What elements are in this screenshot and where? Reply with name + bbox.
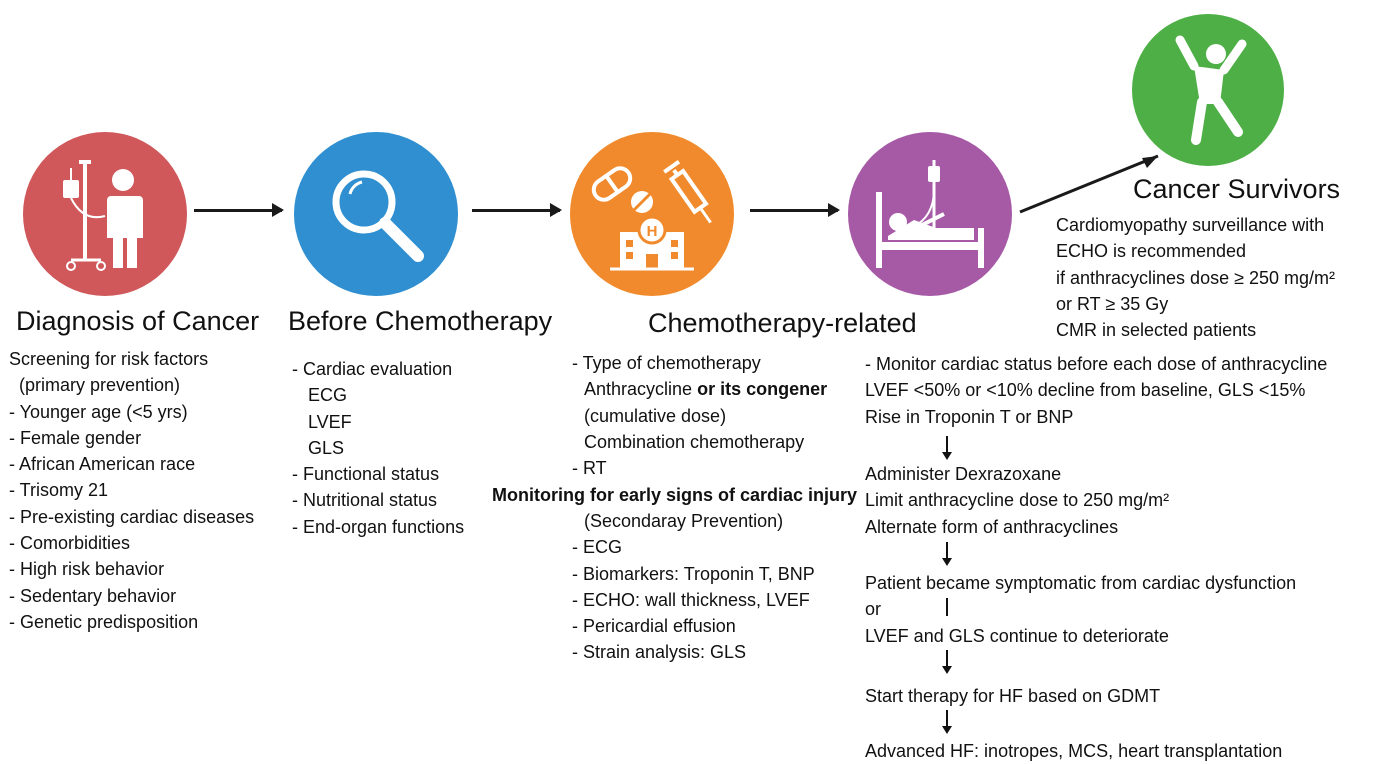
chemo-title: Chemotherapy-related (648, 308, 917, 338)
list-item: ECHO is recommended (1056, 241, 1247, 262)
list-item: - Genetic predisposition (9, 611, 199, 632)
celebrating-person-icon (1175, 35, 1247, 145)
survivor-title: Cancer Survivors (1133, 174, 1341, 204)
list-item: - Functional status (292, 464, 440, 485)
list-item: - Pericardial effusion (572, 616, 736, 637)
before-title: Before Chemotherapy (288, 306, 553, 336)
list-item: Alternate form of anthracyclines (865, 516, 1119, 537)
diagnosis-title: Diagnosis of Cancer (16, 306, 260, 336)
list-item: if anthracyclines dose ≥ 250 mg/m² (1056, 267, 1335, 288)
list-item: or (865, 599, 882, 620)
list-item: - Monitor cardiac status before each dos… (865, 354, 1328, 374)
chemo-circle: H (570, 132, 734, 296)
list-item: - Strain analysis: GLS (572, 642, 747, 663)
survivor-circle (1132, 14, 1284, 166)
list-item: - Comorbidities (9, 533, 131, 554)
list-item: GLS (308, 437, 345, 458)
list-item: Administer Dexrazoxane (865, 464, 1062, 484)
list-item: - High risk behavior (9, 559, 165, 580)
list-item: (Secondaray Prevention) (584, 511, 784, 531)
list-item: - Sedentary behavior (9, 585, 177, 606)
list-item: (primary prevention) (9, 375, 181, 396)
down-arrow-1 (942, 436, 952, 460)
list-item: - ECHO: wall thickness, LVEF (572, 589, 810, 610)
related-step-4: Start therapy for HF based on GDMT (865, 686, 1161, 706)
list-item: - Trisomy 21 (9, 480, 109, 501)
diagnosis-list: Screening for risk factors (primary prev… (9, 346, 254, 635)
patient-bed-icon (876, 160, 984, 268)
connector-line (946, 598, 948, 616)
down-arrow-4 (942, 710, 952, 734)
list-item: - Pre-existing cardiac diseases (9, 506, 255, 527)
list-item: Combination chemotherapy (584, 431, 805, 452)
list-item: - African American race (9, 454, 196, 475)
list-item: - Nutritional status (292, 490, 438, 511)
magnifier-icon (332, 170, 424, 262)
svg-text:H: H (647, 223, 658, 240)
diagnosis-circle (23, 132, 187, 296)
arrow-chemo-to-related (750, 203, 840, 217)
down-arrow-2 (942, 542, 952, 566)
arrow-related-to-survivor (1019, 154, 1159, 214)
list-item: Screening for risk factors (9, 349, 209, 369)
related-step-5: Advanced HF: inotropes, MCS, heart trans… (865, 741, 1283, 761)
related-group-1: - Monitor cardiac status before each dos… (865, 351, 1327, 430)
list-item: Rise in Troponin T or BNP (865, 406, 1074, 427)
list-item: - End-organ functions (292, 516, 465, 537)
related-circle (848, 132, 1012, 296)
list-item: Limit anthracycline dose to 250 mg/m² (865, 490, 1170, 511)
list-item: or RT ≥ 35 Gy (1056, 293, 1169, 314)
chemo-list: - Type of chemotherapy Anthracycline or … (572, 350, 827, 481)
list-item: LVEF (308, 411, 352, 432)
list-item: - Younger age (<5 yrs) (9, 401, 188, 422)
list-item: - RT (572, 458, 607, 479)
list-item: - ECG (572, 537, 623, 558)
list-item: - Biomarkers: Troponin T, BNP (572, 563, 815, 584)
list-item: ECG (308, 385, 348, 406)
list-item: LVEF and GLS continue to deteriorate (865, 625, 1169, 646)
hospital-pills-syringe-icon: H (591, 160, 712, 271)
list-item: - Female gender (9, 427, 142, 448)
congener-label: or its congener (697, 379, 828, 400)
monitoring-heading: Monitoring for early signs of cardiac in… (492, 485, 858, 505)
list-item: (cumulative dose) (584, 405, 727, 426)
arrow-diagnosis-to-before (194, 203, 284, 217)
survivor-list: Cardiomyopathy surveillance with ECHO is… (1056, 212, 1335, 343)
list-item: Patient became symptomatic from cardiac … (865, 573, 1297, 593)
list-item: Cardiomyopathy surveillance with (1056, 215, 1325, 235)
related-group-3: Patient became symptomatic from cardiac … (865, 570, 1296, 649)
anthracycline-label: Anthracycline (584, 379, 693, 400)
list-item: - Cardiac evaluation (292, 359, 453, 379)
arrow-before-to-chemo (472, 203, 562, 217)
patient-iv-icon (63, 160, 143, 271)
related-group-2: Administer Dexrazoxane Limit anthracycli… (865, 461, 1169, 540)
list-item: CMR in selected patients (1056, 320, 1257, 341)
list-item: LVEF <50% or <10% decline from baseline,… (865, 380, 1306, 401)
before-list: - Cardiac evaluation ECG LVEF GLS - Func… (292, 356, 464, 540)
list-item: - Type of chemotherapy (572, 353, 761, 373)
before-circle (294, 132, 458, 296)
monitoring-list: (Secondaray Prevention) - ECG - Biomarke… (572, 508, 815, 666)
list-item: Anthracycline or its congener (572, 376, 827, 402)
down-arrow-3 (942, 650, 952, 674)
